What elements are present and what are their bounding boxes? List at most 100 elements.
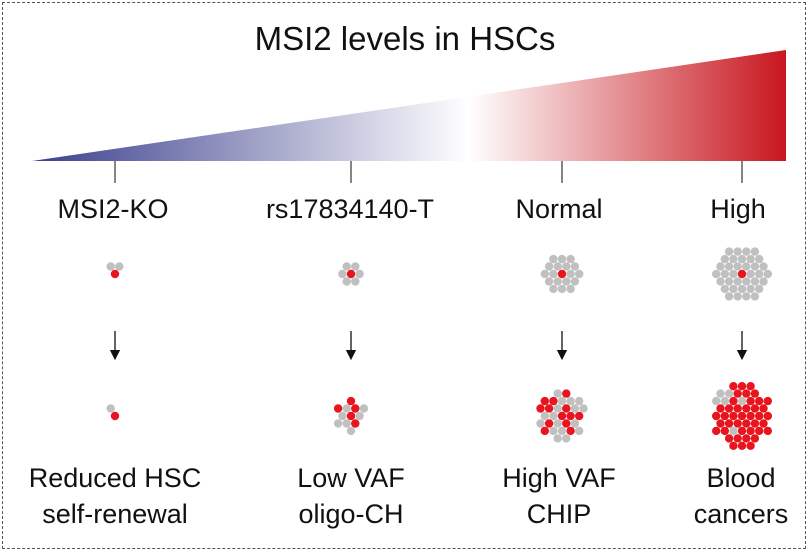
hsc-dot (553, 434, 562, 443)
hsc-dot (570, 277, 580, 286)
hsc-dot (720, 284, 729, 294)
outcome-low-vaf: Low VAF oligo-CH (297, 460, 405, 532)
hsc-dot (575, 269, 584, 279)
hsc-dot (115, 262, 124, 271)
diagram-title: MSI2 levels in HSCs (254, 20, 556, 57)
mutant-hsc-dot (724, 419, 734, 428)
hsc-dot (333, 419, 343, 428)
hsc-dot (342, 419, 351, 428)
hsc-dot (746, 284, 755, 294)
outcome-blood-cancers: Blood cancers (694, 460, 789, 532)
hsc-dot (759, 277, 768, 286)
outcome-line-2: self-renewal (42, 499, 188, 529)
hsc-dot (575, 426, 584, 436)
hsc-dot (759, 262, 768, 271)
mutant-hsc-dot (346, 411, 356, 421)
hsc-dot (724, 292, 734, 301)
mutant-hsc-dot (746, 382, 755, 391)
hsc-dot (549, 269, 558, 279)
hsc-dot (570, 419, 580, 428)
hsc-dot (562, 262, 571, 271)
hsc-dot (720, 269, 729, 279)
hsc-dot (579, 404, 588, 413)
mutant-hsc-dot (716, 404, 725, 413)
mutant-hsc-dot (562, 389, 571, 398)
mutant-hsc-dot (729, 382, 738, 391)
hsc-dot (750, 247, 760, 256)
hsc-dot (737, 396, 747, 406)
mutant-hsc-dot (724, 404, 734, 413)
mutant-hsc-dot (737, 411, 747, 421)
mutant-hsc-dot (737, 441, 747, 450)
mutant-hsc-dot (720, 426, 729, 436)
mutant-hsc-dot (746, 396, 755, 406)
hsc-dot (712, 396, 721, 406)
hsc-dot (566, 254, 575, 264)
outcome-line-1: Blood (706, 463, 776, 493)
hsc-dot (742, 292, 751, 301)
mutant-hsc-dot (544, 419, 554, 428)
hsc-dot (716, 389, 725, 398)
hsc-dot (712, 269, 721, 279)
hsc-dot (566, 396, 575, 406)
hsc-dot (553, 389, 562, 398)
hsc-dot (742, 262, 751, 271)
hsc-dot (724, 277, 734, 286)
mutant-hsc-dot (746, 426, 755, 436)
mutant-hsc-dot (716, 419, 725, 428)
mutant-hsc-dot (763, 411, 772, 421)
hsc-dot (562, 434, 571, 443)
hsc-cluster-before (338, 262, 364, 286)
mutant-hsc-dot (733, 419, 742, 428)
hsc-dot (724, 247, 734, 256)
condition-label-msi2-ko: MSI2-KO (57, 194, 169, 224)
mutant-hsc-dot (729, 411, 738, 421)
hsc-dot (729, 284, 738, 294)
mutant-hsc-dot (733, 404, 742, 413)
hsc-dot (750, 292, 760, 301)
condition-label-high: High (710, 194, 766, 224)
hsc-dot (755, 269, 764, 279)
hsc-dot (716, 262, 725, 271)
mutant-hsc-dot (566, 426, 575, 436)
mutant-hsc-dot (737, 269, 747, 279)
hsc-dot (342, 262, 351, 271)
mutant-hsc-dot (746, 441, 755, 450)
hsc-dot (720, 254, 729, 264)
mutant-hsc-dot (562, 404, 571, 413)
hsc-dot (763, 269, 772, 279)
mutant-hsc-dot (759, 419, 768, 428)
hsc-dot (106, 262, 115, 271)
hsc-dot (342, 404, 351, 413)
hsc-cluster-after (536, 389, 588, 443)
mutant-hsc-dot (763, 426, 772, 436)
mutant-hsc-dot (712, 411, 721, 421)
condition-label-normal: Normal (515, 194, 603, 224)
mutant-hsc-dot (729, 396, 738, 406)
mutant-hsc-dot (720, 411, 729, 421)
mutant-hsc-dot (737, 382, 747, 391)
hsc-dot (737, 254, 747, 264)
hsc-dot (549, 284, 558, 294)
mutant-hsc-dot (755, 396, 764, 406)
hsc-dot (733, 292, 742, 301)
mutant-hsc-dot (557, 269, 567, 279)
mutant-hsc-dot (575, 411, 584, 421)
mutant-hsc-dot (746, 411, 755, 421)
hsc-dot (716, 277, 725, 286)
hsc-dot (733, 247, 742, 256)
mutant-hsc-dot (742, 419, 751, 428)
mutant-hsc-dot (750, 419, 760, 428)
hsc-dot (557, 284, 567, 294)
mutant-hsc-dot (759, 404, 768, 413)
mutant-hsc-dot (333, 404, 343, 413)
hsc-dot (553, 262, 562, 271)
mutant-hsc-dot (346, 396, 356, 406)
hsc-dot (540, 269, 549, 279)
hsc-dot (742, 247, 751, 256)
mutant-hsc-dot (549, 396, 558, 406)
hsc-dot (750, 277, 760, 286)
hsc-dot (755, 254, 764, 264)
outcome-reduced-hsc: Reduced HSC self-renewal (29, 460, 202, 532)
